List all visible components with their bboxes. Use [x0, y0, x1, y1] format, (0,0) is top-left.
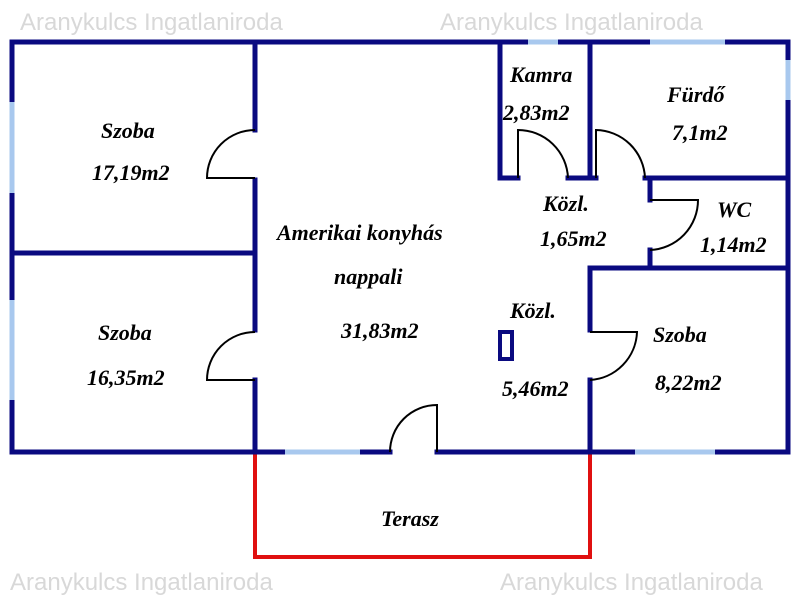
- room-area: 17,19m2: [92, 160, 170, 185]
- room-name: Közl.: [509, 298, 556, 323]
- room-name: Szoba: [653, 322, 707, 347]
- room-name: Szoba: [98, 320, 152, 345]
- room-area: 1,14m2: [700, 232, 767, 257]
- room-area: 1,65m2: [540, 226, 607, 251]
- watermark: Aranykulcs Ingatlaniroda: [500, 569, 763, 596]
- room-labels: Szoba 17,19m2 Szoba 16,35m2 Amerikai kon…: [87, 62, 767, 531]
- room-name: WC: [717, 197, 752, 222]
- room-area: 8,22m2: [655, 370, 722, 395]
- room-name: Amerikai konyhás: [275, 220, 443, 245]
- room-name: Kamra: [509, 62, 572, 87]
- room-area: 16,35m2: [87, 365, 165, 390]
- room-name: Fürdő: [666, 82, 726, 107]
- watermark: Aranykulcs Ingatlaniroda: [20, 9, 283, 36]
- room-name-line2: nappali: [334, 264, 403, 289]
- watermark: Aranykulcs Ingatlaniroda: [440, 9, 703, 36]
- room-area: 31,83m2: [340, 318, 419, 343]
- windows: [9, 39, 791, 455]
- room-area: 7,1m2: [672, 120, 728, 145]
- doors: [205, 128, 700, 453]
- room-name: Közl.: [542, 191, 589, 216]
- room-area: 5,46m2: [502, 376, 569, 401]
- column: [498, 330, 514, 361]
- terrace-label: Terasz: [381, 506, 439, 531]
- room-name: Szoba: [101, 118, 155, 143]
- watermark: Aranykulcs Ingatlaniroda: [10, 569, 273, 596]
- room-area: 2,83m2: [502, 100, 570, 125]
- watermarks: Aranykulcs Ingatlaniroda Aranykulcs Inga…: [10, 9, 763, 596]
- terrace-outline: [253, 452, 592, 559]
